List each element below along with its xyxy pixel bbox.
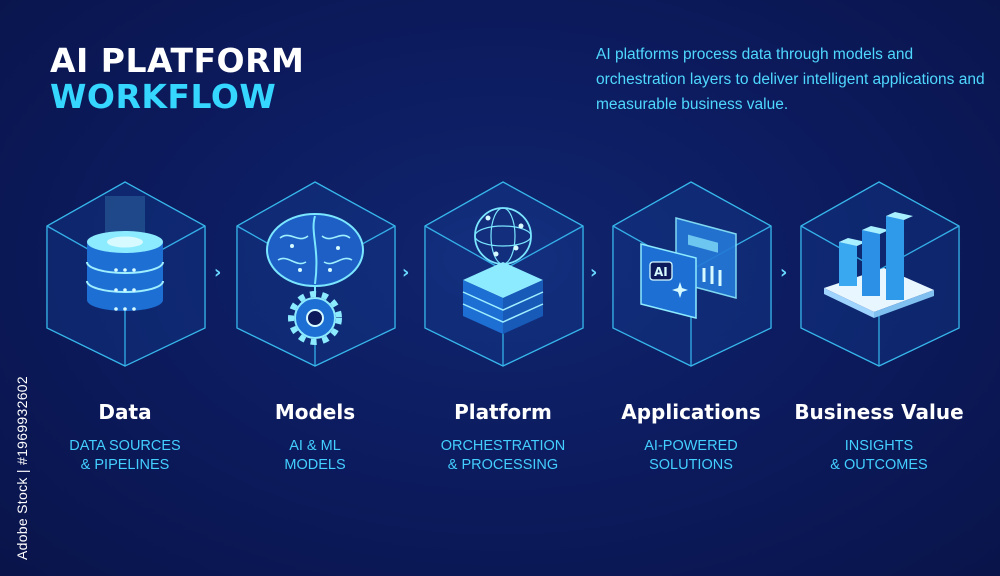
stage-subtitle-line-2: MODELS bbox=[284, 457, 346, 473]
stage-business-value: Business Value INSIGHTS & OUTCOMES bbox=[784, 178, 974, 478]
database-icon bbox=[86, 196, 164, 311]
stage-subtitle-line-1: ORCHESTRATION bbox=[440, 438, 566, 454]
stage-platform: Platform ORCHESTRATION & PROCESSING bbox=[408, 178, 598, 478]
stage-subtitle-line-1: DATA SOURCES bbox=[69, 438, 181, 454]
stage-applications: AI Applications AI-POWERED SOLUTIONS bbox=[596, 178, 786, 478]
bar-chart-icon bbox=[824, 212, 934, 318]
stage-title: Business Value bbox=[794, 400, 964, 424]
title-line-2: WORKFLOW bbox=[50, 77, 277, 116]
brain-gear-icon bbox=[266, 213, 364, 345]
side-credit: Adobe Stock | #1969932602 bbox=[14, 300, 34, 560]
ai-badge-text: AI bbox=[654, 265, 668, 279]
cube-frame bbox=[424, 181, 584, 367]
stage-subtitle: ORCHESTRATION & PROCESSING bbox=[388, 437, 618, 475]
stage-subtitle-line-2: SOLUTIONS bbox=[649, 457, 733, 473]
stage-subtitle-line-2: & PROCESSING bbox=[447, 457, 559, 473]
stage-title: Platform bbox=[454, 400, 552, 424]
stage-subtitle-line-2: & PIPELINES bbox=[80, 457, 170, 473]
cube-frame bbox=[800, 181, 960, 367]
cube-frame bbox=[46, 181, 206, 367]
stage-subtitle-line-1: AI & ML bbox=[289, 438, 341, 454]
description-text: AI platforms process data through models… bbox=[596, 46, 985, 113]
stage-subtitle: AI & ML MODELS bbox=[200, 437, 430, 475]
side-credit-text: Adobe Stock | #1969932602 bbox=[14, 376, 30, 560]
flow-arrow-icon: › bbox=[402, 262, 410, 283]
stage-title: Models bbox=[274, 400, 356, 424]
stage-subtitle-line-1: AI-POWERED bbox=[644, 438, 738, 454]
stage-data: Data DATA SOURCES & PIPELINES bbox=[30, 178, 220, 478]
flow-arrow-icon: › bbox=[214, 262, 222, 283]
stage-title: Applications bbox=[621, 400, 761, 424]
cube-frame: AI bbox=[612, 181, 772, 367]
stage-subtitle: INSIGHTS & OUTCOMES bbox=[764, 437, 994, 475]
flow-arrow-icon: › bbox=[590, 262, 598, 283]
stage-subtitle: AI-POWERED SOLUTIONS bbox=[576, 437, 806, 475]
title-line-1: AI PLATFORM bbox=[50, 41, 305, 80]
server-globe-icon bbox=[462, 207, 544, 334]
ai-app-screens-icon: AI bbox=[640, 217, 737, 319]
stage-title: Data bbox=[98, 400, 152, 424]
stage-subtitle: DATA SOURCES & PIPELINES bbox=[10, 437, 240, 475]
stage-subtitle-line-2: & OUTCOMES bbox=[830, 457, 928, 473]
stage-models: Models AI & ML MODELS bbox=[220, 178, 410, 478]
cube-frame bbox=[236, 181, 396, 367]
flow-arrow-icon: › bbox=[780, 262, 788, 283]
stage-subtitle-line-1: INSIGHTS bbox=[844, 438, 914, 454]
